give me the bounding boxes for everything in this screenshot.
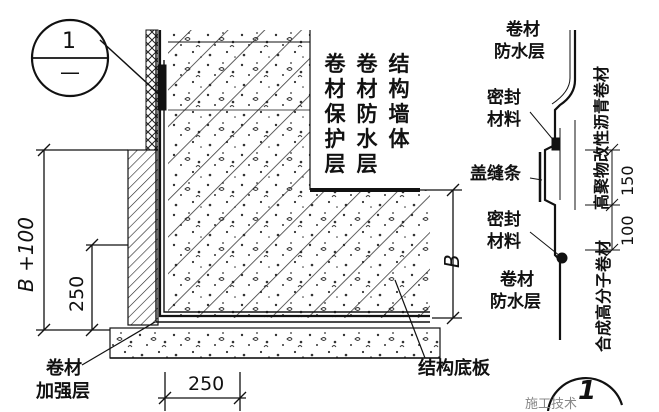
label-waterproof-bottom-1: 卷材 — [500, 270, 534, 290]
wall-label-panel — [310, 30, 420, 188]
dim-150: 150 — [618, 165, 637, 196]
label-waterproof-bottom-2: 防水层 — [490, 292, 541, 312]
base-bedding — [109, 327, 441, 359]
dim-100: 100 — [618, 215, 637, 246]
corner-marker-number: 1 — [578, 376, 597, 406]
label-reinforcement-1: 卷材 — [46, 358, 82, 379]
dim-width-250: 250 — [188, 373, 225, 395]
label-base-slab: 结构底板 — [418, 358, 490, 379]
label-sealant-upper-2: 材料 — [487, 110, 521, 130]
watermark: 施工技术 — [525, 397, 578, 412]
label-structural-wall: 结构墙体 — [388, 52, 410, 151]
waterproof-membrane — [155, 30, 430, 323]
label-polymer-membrane: 合成高分子卷材 — [594, 239, 613, 352]
protective-wall — [127, 29, 159, 326]
label-sealant-lower-2: 材料 — [487, 232, 521, 252]
label-waterproof-top-2: 防水层 — [494, 42, 545, 62]
detail-marker-sheet: — — [60, 60, 80, 84]
label-waterproof-layer: 卷材防水层 — [356, 52, 378, 176]
label-reinforcement-2: 加强层 — [36, 381, 90, 402]
dim-b: B — [440, 254, 464, 268]
dimension-lines-left — [36, 143, 247, 411]
leader-lines — [81, 279, 426, 366]
detail-marker-number: 1 — [62, 29, 76, 54]
label-protective-layer: 卷材保护层 — [324, 52, 346, 176]
structural-concrete — [168, 30, 430, 318]
label-sealant-upper-1: 密封 — [487, 88, 521, 108]
detail-callout-circle — [546, 377, 624, 411]
label-sealant-lower-1: 密封 — [487, 210, 521, 230]
label-waterproof-top-1: 卷材 — [506, 20, 540, 40]
dim-height-250: 250 — [66, 275, 88, 312]
label-asphalt-membrane: 高聚物改性沥青卷材 — [592, 65, 611, 210]
right-joint-detail — [529, 30, 620, 340]
detail-index-marker — [30, 18, 161, 98]
dimension-b — [420, 183, 462, 325]
dim-b-plus-100: B +100 — [14, 216, 38, 292]
label-cover-strip: 盖缝条 — [470, 164, 521, 184]
